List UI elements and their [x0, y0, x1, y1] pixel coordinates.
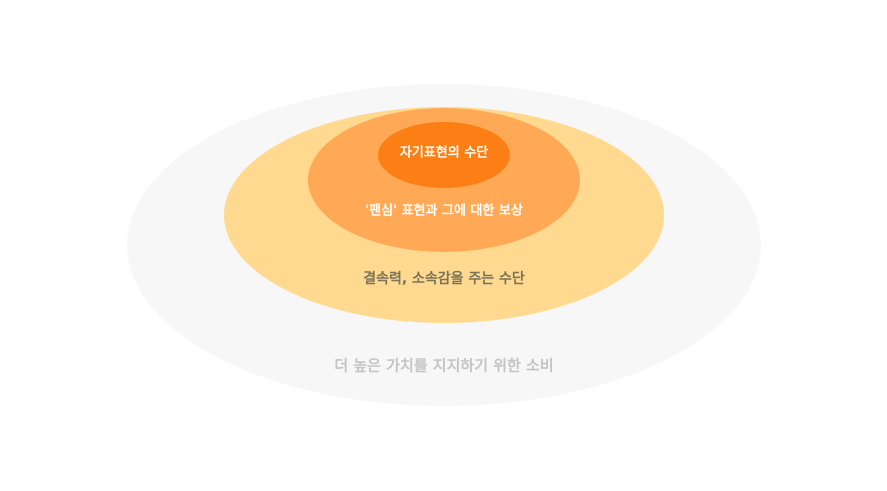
- layer-self-expression: 자기표현의 수단: [378, 122, 510, 188]
- label-fandom: '팬심' 표현과 그에 대한 보상: [365, 203, 523, 219]
- label-self-expression: 자기표현의 수단: [400, 145, 488, 161]
- label-outer: 더 높은 가치를 지지하기 위한 소비: [334, 357, 553, 375]
- ellipse-self-expression: [378, 122, 510, 188]
- label-belonging: 결속력, 소속감을 주는 수단: [363, 270, 525, 287]
